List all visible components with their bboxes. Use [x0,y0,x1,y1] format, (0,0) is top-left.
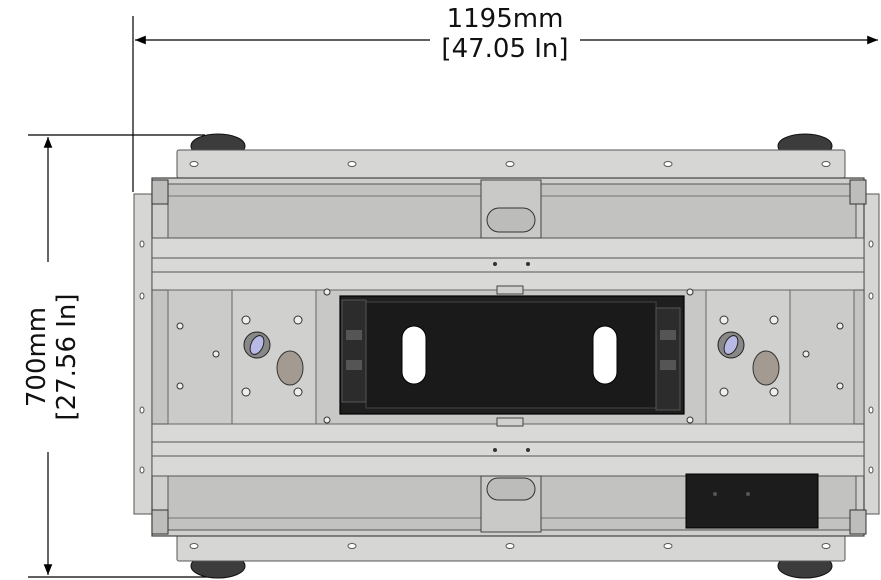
height-dimension-label: 700mm [27.56 In] [22,262,82,452]
width-dimension-label: 1195mm [47.05 In] [430,4,580,64]
pad-left [276,350,304,386]
locking-knob-left [243,331,271,359]
handle-bracket-top [480,179,542,239]
width-inches-text: [47.05 In] [441,34,569,64]
bottom-rail [176,532,846,562]
corner-bracket-bl [151,509,169,535]
handle-bracket-bottom [480,475,542,533]
corner-bracket-tr [849,179,867,205]
corner-bracket-tl [151,179,169,205]
width-mm-text: 1195mm [446,4,564,34]
height-inches-text: [27.56 In] [52,293,82,421]
corner-bracket-br [849,509,867,535]
locking-knob-right [717,331,745,359]
height-mm-text: 700mm [22,306,52,408]
pad-right [752,350,780,386]
mounting-plate [339,285,685,427]
top-rail [176,149,846,179]
mounting-slot-left [401,325,427,385]
control-box [685,473,819,529]
mounting-slot-right [592,325,618,385]
